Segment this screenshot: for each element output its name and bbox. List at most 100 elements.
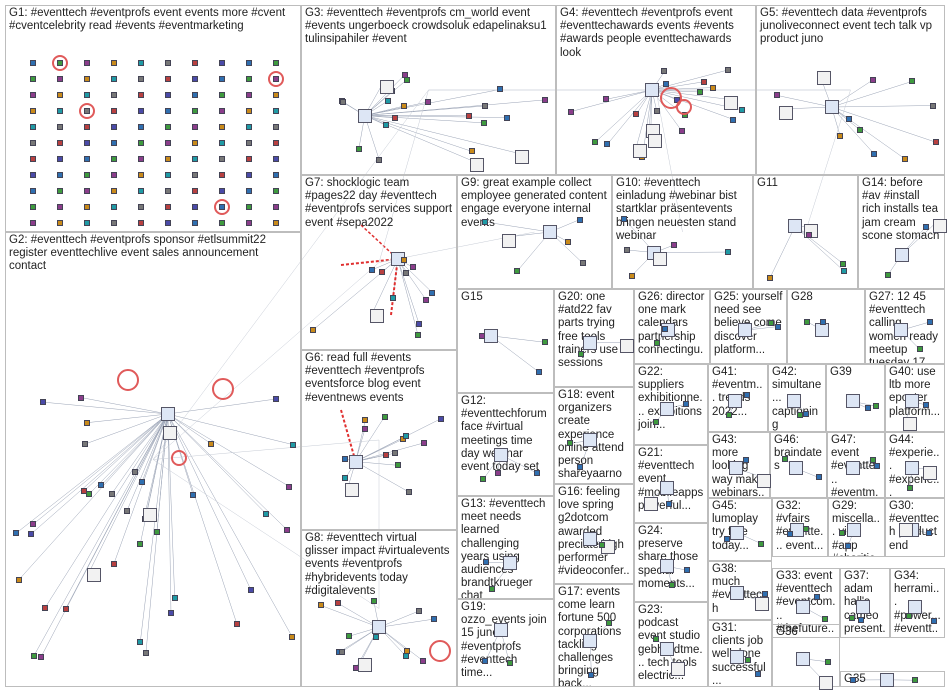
graph-node[interactable]: [208, 441, 214, 447]
graph-node[interactable]: [111, 108, 117, 114]
graph-node[interactable]: [542, 97, 548, 103]
graph-node[interactable]: [507, 660, 513, 666]
graph-node[interactable]: [290, 442, 296, 448]
graph-node[interactable]: [154, 529, 160, 535]
graph-node[interactable]: [111, 188, 117, 194]
graph-node[interactable]: [385, 98, 391, 104]
graph-node[interactable]: [846, 394, 860, 408]
graph-node[interactable]: [57, 76, 63, 82]
graph-node[interactable]: [57, 220, 63, 226]
graph-node[interactable]: [273, 60, 279, 66]
graph-node[interactable]: [912, 677, 918, 683]
graph-node[interactable]: [111, 140, 117, 146]
graph-node[interactable]: [30, 204, 36, 210]
graph-node[interactable]: [273, 396, 279, 402]
graph-node[interactable]: [583, 433, 597, 447]
graph-node[interactable]: [111, 561, 117, 567]
graph-node[interactable]: [923, 402, 929, 408]
graph-node[interactable]: [138, 60, 144, 66]
graph-node[interactable]: [803, 526, 809, 532]
graph-node[interactable]: [165, 140, 171, 146]
graph-node[interactable]: [839, 530, 845, 536]
graph-node[interactable]: [841, 268, 847, 274]
graph-node[interactable]: [822, 616, 828, 622]
graph-node[interactable]: [192, 108, 198, 114]
graph-node[interactable]: [497, 86, 503, 92]
graph-node[interactable]: [905, 394, 919, 408]
graph-node[interactable]: [629, 273, 635, 279]
graph-node[interactable]: [192, 220, 198, 226]
graph-node[interactable]: [728, 394, 742, 408]
graph-node[interactable]: [81, 488, 87, 494]
graph-node[interactable]: [109, 491, 115, 497]
graph-node[interactable]: [870, 77, 876, 83]
graph-node[interactable]: [57, 188, 63, 194]
graph-node[interactable]: [342, 475, 348, 481]
graph-node[interactable]: [568, 109, 574, 115]
graph-node[interactable]: [395, 462, 401, 468]
graph-node[interactable]: [583, 532, 597, 546]
graph-node[interactable]: [63, 606, 69, 612]
graph-node[interactable]: [725, 67, 731, 73]
graph-node[interactable]: [425, 99, 431, 105]
graph-node[interactable]: [87, 568, 101, 582]
graph-node[interactable]: [480, 476, 486, 482]
graph-node[interactable]: [84, 220, 90, 226]
graph-node[interactable]: [745, 657, 751, 663]
graph-node[interactable]: [246, 60, 252, 66]
graph-node[interactable]: [768, 320, 774, 326]
graph-node[interactable]: [757, 474, 771, 488]
graph-node[interactable]: [850, 677, 856, 683]
graph-node[interactable]: [28, 531, 34, 537]
graph-node[interactable]: [57, 108, 63, 114]
graph-node[interactable]: [138, 172, 144, 178]
graph-node[interactable]: [663, 81, 669, 87]
graph-node[interactable]: [284, 527, 290, 533]
graph-node[interactable]: [372, 620, 386, 634]
graph-node[interactable]: [902, 156, 908, 162]
graph-node[interactable]: [111, 220, 117, 226]
graph-node[interactable]: [542, 339, 548, 345]
graph-node[interactable]: [219, 60, 225, 66]
graph-node[interactable]: [927, 319, 933, 325]
graph-node[interactable]: [683, 401, 689, 407]
graph-node[interactable]: [346, 633, 352, 639]
graph-node[interactable]: [416, 321, 422, 327]
graph-node[interactable]: [165, 108, 171, 114]
graph-node[interactable]: [489, 586, 495, 592]
graph-node[interactable]: [907, 485, 913, 491]
graph-node[interactable]: [825, 100, 839, 114]
graph-node[interactable]: [565, 239, 571, 245]
graph-node[interactable]: [494, 448, 508, 462]
graph-node[interactable]: [796, 600, 810, 614]
graph-node[interactable]: [219, 140, 225, 146]
graph-node[interactable]: [840, 261, 846, 267]
graph-node[interactable]: [429, 290, 435, 296]
graph-node[interactable]: [885, 272, 891, 278]
graph-node[interactable]: [909, 78, 915, 84]
graph-node[interactable]: [57, 172, 63, 178]
graph-node[interactable]: [168, 610, 174, 616]
graph-node[interactable]: [624, 247, 630, 253]
graph-node[interactable]: [482, 103, 488, 109]
graph-node[interactable]: [503, 556, 517, 570]
graph-node[interactable]: [78, 395, 84, 401]
graph-node[interactable]: [789, 461, 803, 475]
graph-node[interactable]: [730, 650, 744, 664]
graph-node[interactable]: [165, 76, 171, 82]
graph-node[interactable]: [111, 204, 117, 210]
graph-node[interactable]: [871, 151, 877, 157]
graph-node[interactable]: [599, 542, 605, 548]
graph-node[interactable]: [814, 594, 820, 600]
graph-node[interactable]: [138, 108, 144, 114]
graph-node[interactable]: [246, 124, 252, 130]
graph-node[interactable]: [895, 248, 909, 262]
graph-node[interactable]: [98, 482, 104, 488]
graph-node[interactable]: [536, 369, 542, 375]
graph-node[interactable]: [679, 128, 685, 134]
graph-node[interactable]: [30, 188, 36, 194]
graph-node[interactable]: [392, 115, 398, 121]
graph-node[interactable]: [246, 76, 252, 82]
graph-node[interactable]: [382, 414, 388, 420]
group-box-g12[interactable]: G12: #eventtechforum face #virtual meeti…: [457, 393, 554, 496]
